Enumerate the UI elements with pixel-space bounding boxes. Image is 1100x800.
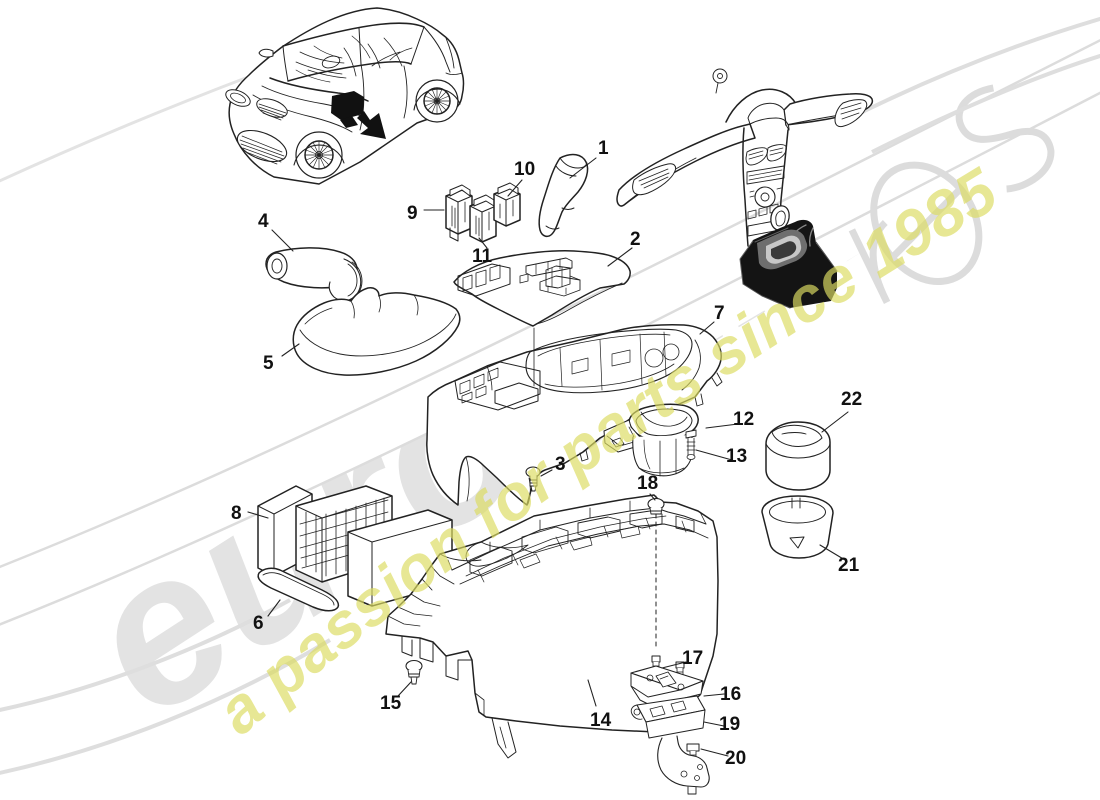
svg-text:1: 1	[598, 138, 609, 159]
svg-text:7: 7	[714, 303, 725, 324]
svg-text:14: 14	[590, 710, 612, 731]
svg-text:11: 11	[472, 246, 493, 267]
svg-text:16: 16	[720, 684, 741, 705]
svg-text:5: 5	[263, 353, 274, 374]
svg-text:8: 8	[231, 503, 242, 524]
svg-text:6: 6	[253, 613, 264, 634]
svg-text:21: 21	[838, 555, 860, 576]
svg-text:20: 20	[725, 748, 746, 769]
svg-text:10: 10	[514, 159, 535, 180]
svg-text:3: 3	[555, 454, 566, 475]
svg-text:4: 4	[258, 211, 269, 232]
svg-text:2: 2	[630, 229, 641, 250]
svg-text:15: 15	[380, 693, 402, 714]
svg-text:18: 18	[637, 473, 658, 494]
svg-text:13: 13	[726, 446, 747, 467]
svg-text:12: 12	[733, 409, 754, 430]
svg-text:22: 22	[841, 389, 862, 410]
svg-text:9: 9	[407, 203, 418, 224]
svg-text:17: 17	[682, 648, 703, 669]
svg-text:19: 19	[719, 714, 740, 735]
